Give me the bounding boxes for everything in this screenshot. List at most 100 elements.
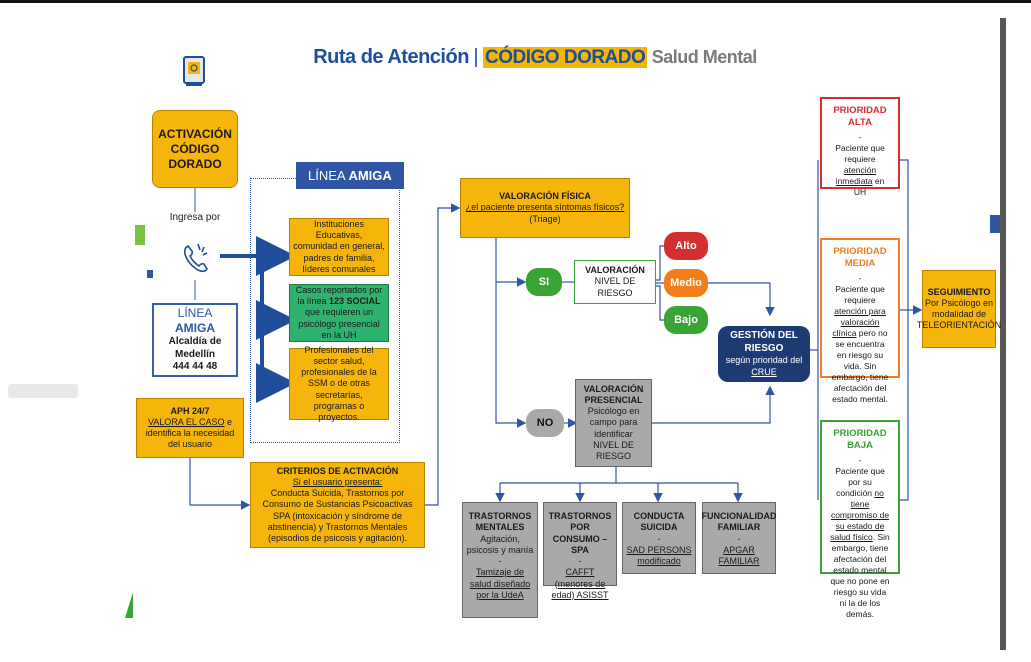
baja-title: PRIORIDAD BAJA bbox=[833, 428, 887, 452]
aph-title: APH 24/7 bbox=[170, 405, 210, 416]
criterios-activacion: CRITERIOS DE ACTIVACIÓN Si el usuario pr… bbox=[250, 462, 425, 548]
vf-title: VALORACIÓN FÍSICA bbox=[499, 191, 591, 202]
accent-blue-right bbox=[990, 215, 1000, 233]
top-border bbox=[0, 0, 1031, 3]
tool-3-dash: - bbox=[737, 533, 741, 544]
alta-link: atención inmediata bbox=[835, 164, 877, 186]
baja-link: no tiene compromiso de su estado de salu… bbox=[830, 487, 890, 543]
vp-title1: VALORACIÓN bbox=[583, 383, 644, 394]
criterios-subtitle: Si el usuario presenta: bbox=[292, 476, 383, 487]
right-scroll-edge bbox=[1000, 18, 1006, 650]
baja-dash: - bbox=[858, 454, 862, 465]
si-pill: SI bbox=[526, 268, 562, 296]
title-sub: Salud Mental bbox=[651, 47, 758, 67]
linea-amiga-card: LÍNEA AMIGA Alcaldía de Medellín 444 44 … bbox=[152, 303, 238, 377]
source-0-text: Instituciones Educativas, comunidad en g… bbox=[293, 218, 385, 274]
alta-post: en UH bbox=[853, 175, 885, 197]
tool-consumo-spa: TRASTORNOS POR CONSUMO – SPA - CAFFT (me… bbox=[543, 502, 617, 600]
tool-0-tool: Tamizaje de salud diseñado por la UdeA bbox=[469, 567, 531, 600]
tool-1-dash: - bbox=[578, 556, 582, 566]
gestion-link: CRUE bbox=[751, 366, 777, 377]
vp-body: Psicólogo en campo para identificar bbox=[587, 406, 640, 439]
prioridad-media: PRIORIDAD MEDIA - Paciente que requiere … bbox=[820, 238, 900, 404]
alta-pre: Paciente que requiere bbox=[835, 142, 885, 164]
activation-line3: DORADO bbox=[168, 156, 222, 171]
tool-2-dash: - bbox=[657, 533, 661, 544]
aph-box: APH 24/7 VALORA EL CASO e identifica la … bbox=[136, 398, 244, 458]
media-post: pero no se encuentra en riesgo su vida. … bbox=[831, 327, 889, 405]
tool-2-tool: SAD PERSONS modificado bbox=[626, 544, 692, 566]
level-bajo: Bajo bbox=[664, 306, 708, 334]
tool-0-title: TRASTORNOS MENTALES bbox=[468, 511, 532, 533]
title-main: Ruta de Atención bbox=[313, 46, 469, 68]
tag-a: LÍNEA bbox=[308, 168, 349, 183]
level-medio: Medio bbox=[664, 269, 708, 297]
page-title: Ruta de Atención | CÓDIGO DORADO Salud M… bbox=[300, 46, 770, 69]
activacion-codigo-dorado: ACTIVACIÓN CÓDIGO DORADO bbox=[152, 110, 238, 188]
gestion-del-riesgo: GESTIÓN DEL RIESGO según prioridad del C… bbox=[718, 326, 810, 382]
source-1-post: que requieren un psicólogo presencial en… bbox=[298, 307, 380, 340]
card-title-a: LÍNEA bbox=[177, 306, 213, 321]
book-icon bbox=[182, 56, 206, 88]
gestion-pre: según prioridad del bbox=[725, 355, 803, 366]
accent-blue bbox=[147, 270, 153, 278]
alta-dash: - bbox=[858, 131, 862, 142]
card-phone: 444 44 48 bbox=[172, 361, 218, 373]
tool-1-title: TRASTORNOS POR CONSUMO – SPA bbox=[548, 511, 612, 555]
vp-nivel: NIVEL DE RIESGO bbox=[593, 439, 634, 462]
card-title-b: AMIGA bbox=[175, 321, 215, 336]
activation-line2: CÓDIGO bbox=[170, 141, 220, 156]
faded-mark bbox=[8, 384, 78, 398]
tool-2-title: CONDUCTA SUICIDA bbox=[633, 511, 685, 533]
valoracion-presencial: VALORACIÓN PRESENCIAL Psicólogo en campo… bbox=[575, 379, 652, 467]
aph-link: VALORA EL CASO bbox=[147, 416, 225, 427]
title-highlight: CÓDIGO DORADO bbox=[483, 47, 648, 68]
vp-title2: PRESENCIAL bbox=[584, 394, 643, 405]
media-title: PRIORIDAD MEDIA bbox=[833, 246, 887, 270]
media-dash: - bbox=[858, 272, 862, 283]
tool-0-desc: Agitación, psicosis y manía bbox=[466, 533, 534, 555]
linea-amiga-tag: LÍNEA AMIGA bbox=[296, 162, 404, 189]
gestion-title: GESTIÓN DEL RIESGO bbox=[730, 330, 798, 354]
title-separator: | bbox=[473, 46, 479, 68]
source-profesionales: Profesionales del sector salud, profesio… bbox=[289, 345, 389, 422]
source-1-pre: Casos reportados por la línea bbox=[295, 284, 383, 307]
alta-title: PRIORIDAD ALTA bbox=[833, 105, 887, 129]
no-pill: NO bbox=[526, 409, 564, 437]
valoracion-nivel-riesgo: VALORACIÓN NIVEL DE RIESGO bbox=[574, 260, 656, 304]
baja-post: . Sin embargo, tiene afectación del esta… bbox=[830, 532, 890, 620]
tool-trastornos-mentales: TRASTORNOS MENTALES Agitación, psicosis … bbox=[462, 502, 538, 618]
tool-1-tool: CAFFT (menores de edad) ASISST bbox=[551, 567, 609, 600]
tool-funcionalidad-familiar: FUNCIONALIDAD FAMILIAR - APGAR FAMILIAR bbox=[701, 502, 777, 574]
vf-question: ¿el paciente presenta síntomas físicos? bbox=[465, 202, 625, 213]
seguimiento-title: SEGUIMIENTO bbox=[927, 286, 991, 297]
source-123-social: Casos reportados por la línea 123 SOCIAL… bbox=[289, 284, 389, 342]
phone-icon bbox=[176, 238, 216, 278]
media-pre: Paciente que requiere bbox=[835, 283, 885, 305]
ingresa-por-label: Ingresa por bbox=[169, 212, 221, 223]
prioridad-baja: PRIORIDAD BAJA - Paciente que por su con… bbox=[820, 420, 900, 619]
baja-pre: Paciente que por su condición bbox=[835, 465, 885, 498]
media-link: atención para valoración clínica bbox=[832, 305, 886, 338]
tag-b: AMIGA bbox=[348, 168, 392, 183]
criterios-body: Conducta Suicida, Trastornos por Consumo… bbox=[262, 488, 413, 544]
level-alto: Alto bbox=[664, 232, 708, 260]
accent-triangle bbox=[125, 592, 133, 618]
prioridad-alta: PRIORIDAD ALTA - Paciente que requiere a… bbox=[820, 97, 900, 197]
tool-3-title: FUNCIONALIDAD FAMILIAR bbox=[701, 511, 777, 533]
valoracion-fisica: VALORACIÓN FÍSICA ¿el paciente presenta … bbox=[460, 178, 630, 238]
vf-note: (Triage) bbox=[529, 213, 561, 224]
accent-green bbox=[135, 225, 145, 245]
criterios-title: CRITERIOS DE ACTIVACIÓN bbox=[276, 465, 399, 476]
activation-line1: ACTIVACIÓN bbox=[158, 126, 232, 141]
card-org: Alcaldía de Medellín bbox=[168, 336, 222, 360]
vr-title: VALORACIÓN bbox=[585, 265, 645, 276]
source-1-bold: 123 SOCIAL bbox=[329, 296, 381, 307]
source-2-text: Profesionales del sector salud, profesio… bbox=[301, 344, 377, 423]
seguimiento: SEGUIMIENTO Por Psicólogo en modalidad d… bbox=[917, 270, 1001, 348]
tool-conducta-suicida: CONDUCTA SUICIDA - SAD PERSONS modificad… bbox=[622, 502, 696, 574]
tool-0-dash: - bbox=[498, 556, 502, 566]
seguimiento-body: Por Psicólogo en modalidad de TELEORIENT… bbox=[916, 297, 1002, 331]
aph-rest: e identifica la necesidad del usuario bbox=[145, 416, 235, 450]
